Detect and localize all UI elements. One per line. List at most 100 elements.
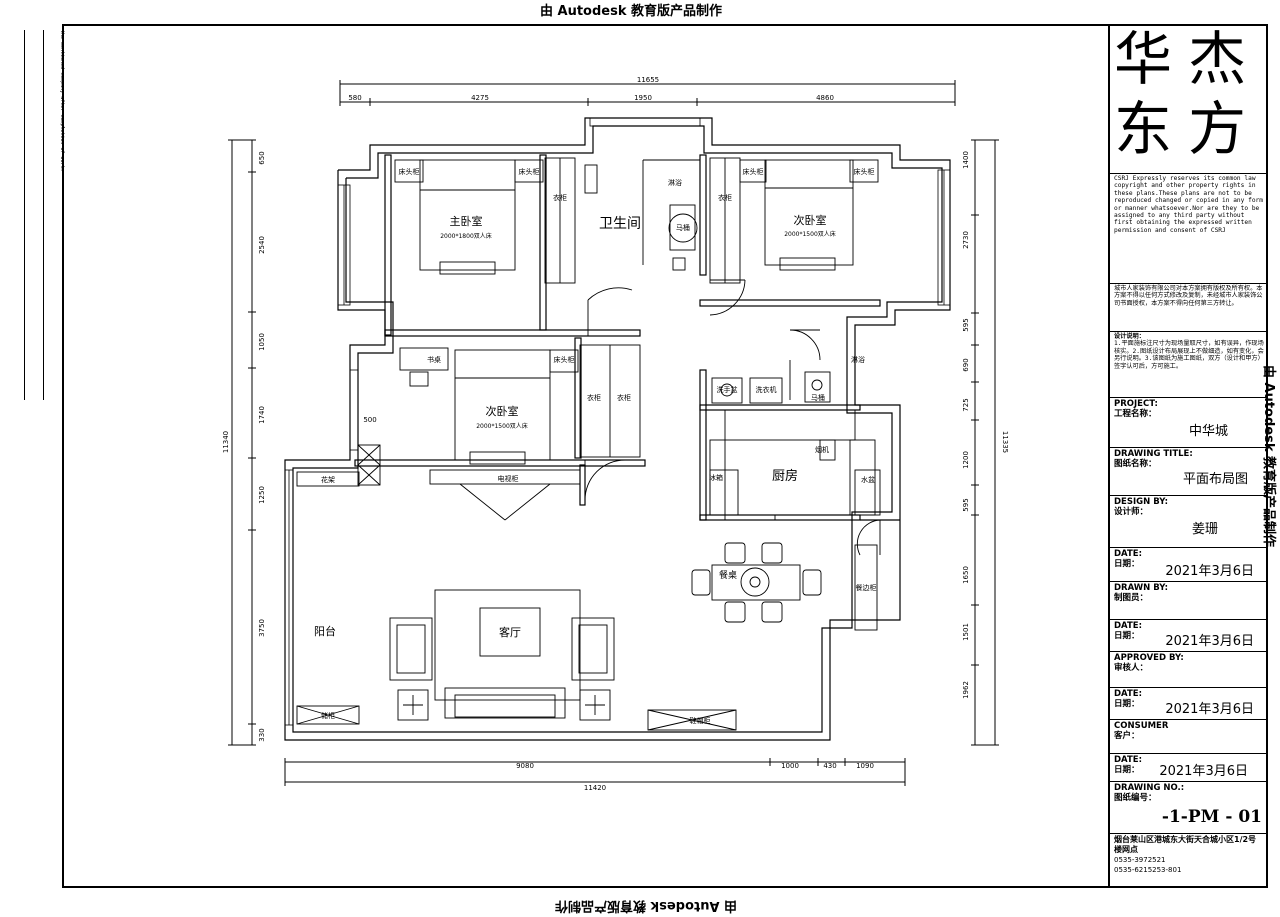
room-second-bed-size-mid: 2000*1500双人床 [476, 422, 528, 430]
label-range-hood: 烟机 [815, 445, 829, 454]
dim-right-seg-5: 725 [962, 398, 970, 411]
dim-left-seg-1: 650 [258, 151, 266, 164]
date3-cell: DATE: 日期： 2021年3月6日 [1110, 688, 1268, 720]
room-bathroom: 卫生间 [599, 216, 641, 232]
dim-left-seg-2: 2540 [258, 236, 266, 254]
label-wardrobe-1: 衣柜 [553, 193, 567, 202]
label-wardrobe-2: 衣柜 [718, 193, 732, 202]
logo-char-4: 方 [1188, 95, 1247, 163]
logo-char-2: 杰 [1188, 25, 1247, 93]
dim-left-seg-3: 1050 [258, 333, 266, 351]
date3-value: 2021年3月6日 [1165, 702, 1254, 717]
dim-bottom-seg-2: 1000 [781, 762, 799, 770]
room-kitchen: 厨房 [772, 468, 798, 484]
project-label: PROJECT: 工程名称： [1114, 399, 1158, 419]
room-second-bedroom-right: 次卧室 [794, 213, 827, 227]
address: 烟台莱山区港城东大街天合城小区1/2号楼网点 [1114, 835, 1257, 854]
label-locker: 储柜 [321, 711, 335, 720]
left-margin-note: the mentioned company after completion o… [24, 30, 65, 400]
logo-char-1: 华 [1114, 25, 1173, 93]
dim-top-seg-4: 4860 [816, 94, 834, 102]
dim-top-seg-2: 4275 [471, 94, 489, 102]
dim-window-500: 500 [363, 416, 376, 424]
dim-right-seg-4: 690 [962, 358, 970, 371]
logo-char-3: 东 [1114, 95, 1173, 163]
watermark-top: 由 Autodesk 教育版产品制作 [540, 4, 723, 19]
approved-by-label: APPROVED BY: 审核人： [1114, 653, 1184, 673]
dim-left-seg-5: 1250 [258, 486, 266, 504]
label-tv-cabinet: 电视柜 [498, 474, 519, 483]
date1-label: DATE: 日期： [1114, 549, 1142, 569]
drawing-no-cell: DRAWING NO.: 图纸编号： -1-PM - 01 [1110, 782, 1268, 834]
room-master-bed-size: 2000*1800双人床 [440, 232, 492, 240]
dim-left-seg-6: 3750 [258, 619, 266, 637]
dim-bottom-seg-3: 430 [823, 762, 836, 770]
date1-cell: DATE: 日期： 2021年3月6日 [1110, 548, 1268, 582]
notes-body: 1.平面施标注尺寸为现场量取尺寸，如有误异，作现场核实。2.图纸设计布局展现上不… [1114, 340, 1264, 370]
address-cell: 烟台莱山区港城东大街天合城小区1/2号楼网点 0535-3972521 0535… [1110, 834, 1268, 886]
drawing-title-value: 平面布局图 [1182, 472, 1248, 487]
dim-right-seg-7: 595 [962, 498, 970, 511]
drawing-no-label: DRAWING NO.: 图纸编号： [1114, 783, 1185, 803]
dim-top-seg-1: 580 [348, 94, 361, 102]
dim-top-total: 11655 [637, 76, 659, 84]
label-wardrobe-3: 衣柜 [587, 393, 601, 402]
drawing-frame [62, 24, 1268, 888]
room-second-bed-size-right: 2000*1500双人床 [784, 230, 836, 238]
date2-cell: DATE: 日期： 2021年3月6日 [1110, 620, 1268, 652]
drawn-by-label: DRAWN BY: 制图员： [1114, 583, 1169, 603]
dim-bottom-seg-1: 9080 [516, 762, 534, 770]
copyright-cn: 城市人家装饰有限公司对本方案拥有版权及所有权。本方案不得以任何方式修改及复制，未… [1110, 284, 1268, 332]
label-nightstand-1: 床头柜 [399, 167, 420, 176]
design-notes: 设计说明： 1.平面施标注尺寸为现场量取尺寸，如有误异，作现场核实。2.图纸设计… [1110, 332, 1268, 398]
date2-value: 2021年3月6日 [1165, 634, 1254, 649]
notes-title: 设计说明： [1114, 333, 1145, 340]
label-sideboard: 餐边柜 [856, 583, 877, 592]
drawing-title-label: DRAWING TITLE: 图纸名称： [1114, 449, 1193, 469]
label-nightstand-4: 床头柜 [854, 167, 875, 176]
label-wardrobe-4: 衣柜 [617, 393, 631, 402]
date3-label: DATE: 日期： [1114, 689, 1142, 709]
copyright-en: CSRJ Expressly reserves its common law c… [1110, 174, 1268, 284]
dim-right-seg-9: 1501 [962, 623, 970, 641]
dim-right-seg-3: 595 [962, 318, 970, 331]
dim-right-seg-6: 1200 [962, 451, 970, 469]
room-master-bedroom: 主卧室 [450, 214, 483, 228]
dim-right-seg-2: 2730 [962, 231, 970, 249]
label-shower-2: 淋浴 [851, 355, 865, 364]
dim-right-seg-10: 1962 [962, 681, 970, 699]
title-block: 华 杰 东 方 CSRJ Expressly reserves its comm… [1108, 24, 1268, 888]
date4-value: 2021年3月6日 [1159, 764, 1248, 779]
label-nightstand-2: 床头柜 [519, 167, 540, 176]
phone-1: 0535-3972521 [1114, 856, 1166, 864]
phone-2: 0535-6215253-801 [1114, 866, 1182, 874]
drawing-title-cell: DRAWING TITLE: 图纸名称： 平面布局图 [1110, 448, 1268, 496]
label-desk: 书桌 [427, 355, 441, 364]
dim-bottom-seg-4: 1090 [856, 762, 874, 770]
project-cell: PROJECT: 工程名称： 中华城 [1110, 398, 1268, 448]
approved-by-cell: APPROVED BY: 审核人： [1110, 652, 1268, 688]
logo-cell: 华 杰 东 方 [1110, 24, 1268, 174]
label-sink: 水盆 [861, 475, 875, 484]
label-wash-basin: 洗手盆 [717, 385, 738, 394]
room-balcony: 阳台 [314, 624, 336, 638]
label-shower-1: 淋浴 [668, 178, 682, 187]
design-by-value: 姜珊 [1191, 522, 1218, 537]
date4-label: DATE: 日期： [1114, 755, 1142, 775]
dim-right-total: 11335 [1001, 431, 1009, 453]
date4-cell: DATE: 日期： 2021年3月6日 [1110, 754, 1268, 782]
label-nightstand-3: 床头柜 [743, 167, 764, 176]
label-flower-rack: 花架 [321, 475, 335, 484]
consumer-cell: CONSUMER 客户： [1110, 720, 1268, 754]
dim-left-seg-7: 330 [258, 728, 266, 741]
label-nightstand-5: 床头柜 [554, 355, 575, 364]
dim-bottom-total: 11420 [584, 784, 606, 792]
design-by-label: DESIGN BY: 设计师： [1114, 497, 1169, 517]
drawing-no-value: -1-PM - 01 [1161, 807, 1262, 827]
dim-right-seg-8: 1650 [962, 566, 970, 584]
dim-left-total: 11340 [222, 431, 230, 453]
dim-left-seg-4: 1740 [258, 406, 266, 424]
drawn-by-cell: DRAWN BY: 制图员： [1110, 582, 1268, 620]
room-living: 客厅 [499, 625, 521, 639]
